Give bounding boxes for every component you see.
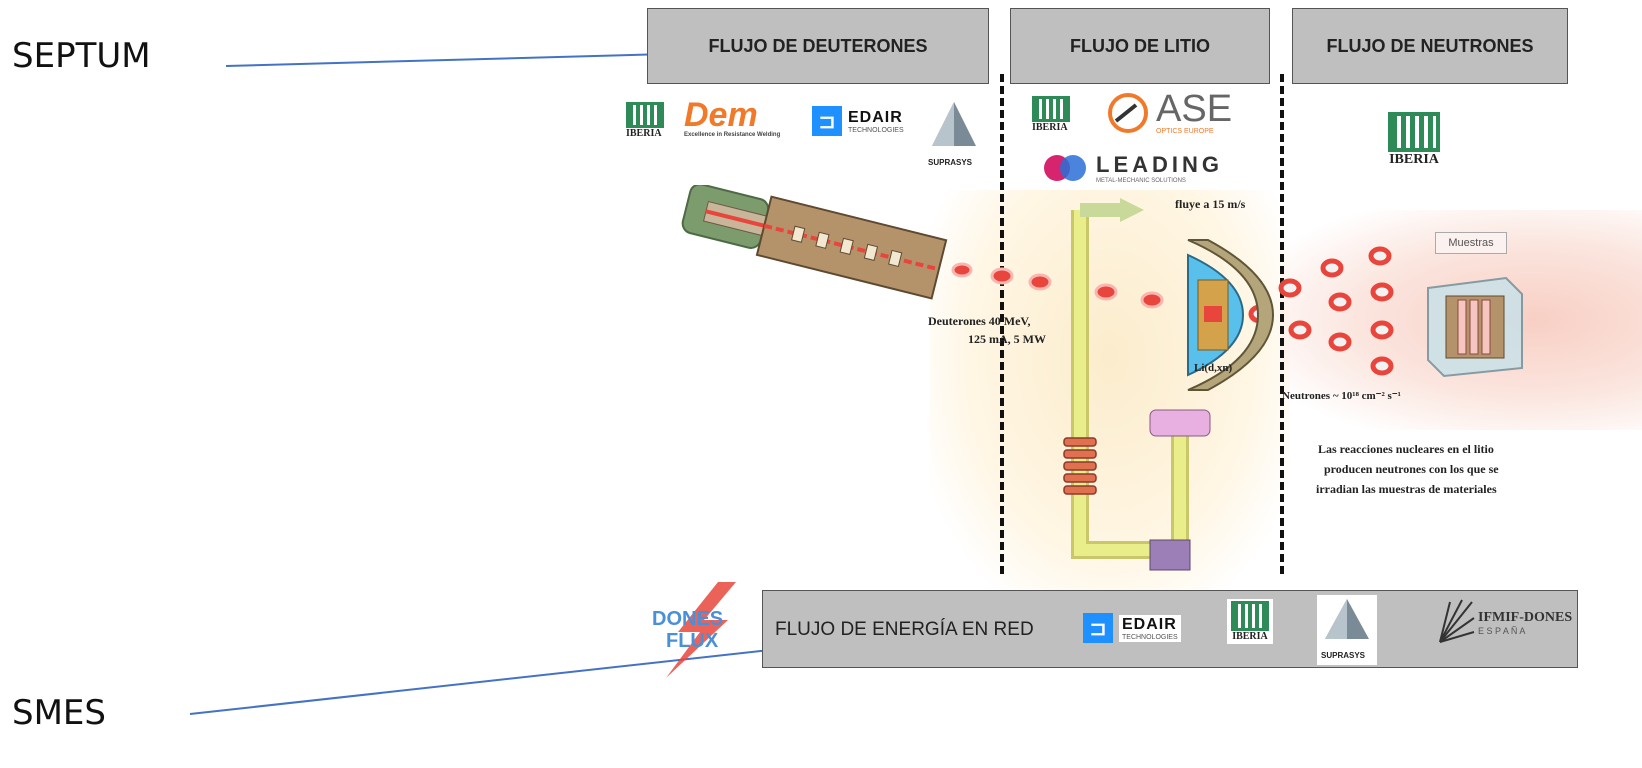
- hi-iberia-logo-4: IBERIA: [1227, 599, 1273, 644]
- deuterons-label-line2: 125 mA, 5 MW: [968, 332, 1046, 346]
- hi-iberia-mark-icon: [626, 102, 664, 128]
- ifmif-dones-logo: IFMIF-DONES E S P A Ñ A: [1436, 598, 1572, 648]
- neutron-particles: [1248, 246, 1394, 376]
- hi-iberia-mark-icon: [1032, 96, 1070, 122]
- suprasys-mark-icon: [1325, 599, 1369, 639]
- edair-mark-icon: ⊐: [1083, 613, 1113, 643]
- lithium-target: [1187, 239, 1275, 391]
- lithium-tank: [1149, 409, 1211, 437]
- header-lithium: FLUJO DE LITIO: [1010, 8, 1270, 84]
- facility-diagram: FLUJO DE DEUTERONES FLUJO DE LITIO FLUJO…: [600, 0, 1642, 700]
- suprasys-mark-icon: [932, 102, 976, 146]
- lithium-loop: [1063, 198, 1211, 571]
- dones-flux-logo: DONES FLUX: [648, 580, 748, 680]
- edair-mark-icon: ⊐: [812, 106, 842, 136]
- samples-module: [1427, 276, 1523, 378]
- leading-logo: LEADING METAL-MECHANIC SOLUTIONS: [1042, 152, 1223, 184]
- lithium-speed-label: fluye a 15 m/s: [1175, 197, 1246, 211]
- ase-logo: ASE OPTICS EUROPE: [1106, 90, 1232, 135]
- deuteron-beam: [951, 246, 1394, 376]
- header-deuterons: FLUJO DE DEUTERONES: [647, 8, 989, 84]
- caption-line3: irradian las muestras de materiales: [1316, 482, 1497, 496]
- ifmif-sunburst-icon: [1439, 599, 1475, 643]
- lithium-pump: [1149, 539, 1191, 571]
- separator-right: [1280, 74, 1284, 574]
- dem-logo: Dem Excellence in Resistance Welding: [684, 96, 781, 138]
- neutron-flux-label: Neutrones ~ 10¹⁸ cm⁻² s⁻¹: [1282, 390, 1401, 402]
- hi-iberia-mark-icon: [1231, 601, 1269, 631]
- grid-energy-bar: FLUJO DE ENERGÍA EN RED ⊐ EDAIR TECHNOLO…: [762, 590, 1578, 668]
- caption-line1: Las reacciones nucleares en el litio: [1318, 442, 1494, 456]
- ase-mark-icon: [1108, 92, 1148, 133]
- samples-label: Muestras: [1435, 232, 1507, 254]
- smes-arrow: [189, 639, 792, 715]
- deuterons-label-line1: Deuterones 40 MeV,: [928, 314, 1031, 328]
- hi-iberia-mark-icon: [1388, 112, 1440, 152]
- reaction-label: Li(d,xn): [1194, 362, 1233, 374]
- hi-iberia-logo-2: IBERIA: [1032, 96, 1070, 133]
- edair-logo: ⊐ EDAIR TECHNOLOGIES: [812, 106, 904, 136]
- suprasys-logo-2: SUPRASYS: [1317, 595, 1377, 665]
- edair-logo-2: ⊐ EDAIR TECHNOLOGIES: [1083, 613, 1181, 643]
- heat-exchanger: [1063, 437, 1097, 495]
- smes-callout: SMES: [12, 693, 106, 733]
- hi-iberia-logo: IBERIA: [626, 102, 664, 139]
- lightning-icon: [666, 582, 736, 678]
- septum-arrow: [225, 44, 672, 67]
- accelerator-illustration: [681, 185, 948, 300]
- caption-line2: producen neutrones con los que se: [1324, 462, 1499, 476]
- separator-left: [1000, 74, 1004, 574]
- suprasys-logo: SUPRASYS: [928, 98, 980, 172]
- hi-iberia-logo-3: IBERIA: [1388, 112, 1440, 168]
- leading-mark-icon: [1044, 155, 1086, 181]
- septum-callout: SEPTUM: [12, 36, 151, 76]
- header-neutrons: FLUJO DE NEUTRONES: [1292, 8, 1568, 84]
- header-grid: FLUJO DE ENERGÍA EN RED: [775, 619, 1034, 640]
